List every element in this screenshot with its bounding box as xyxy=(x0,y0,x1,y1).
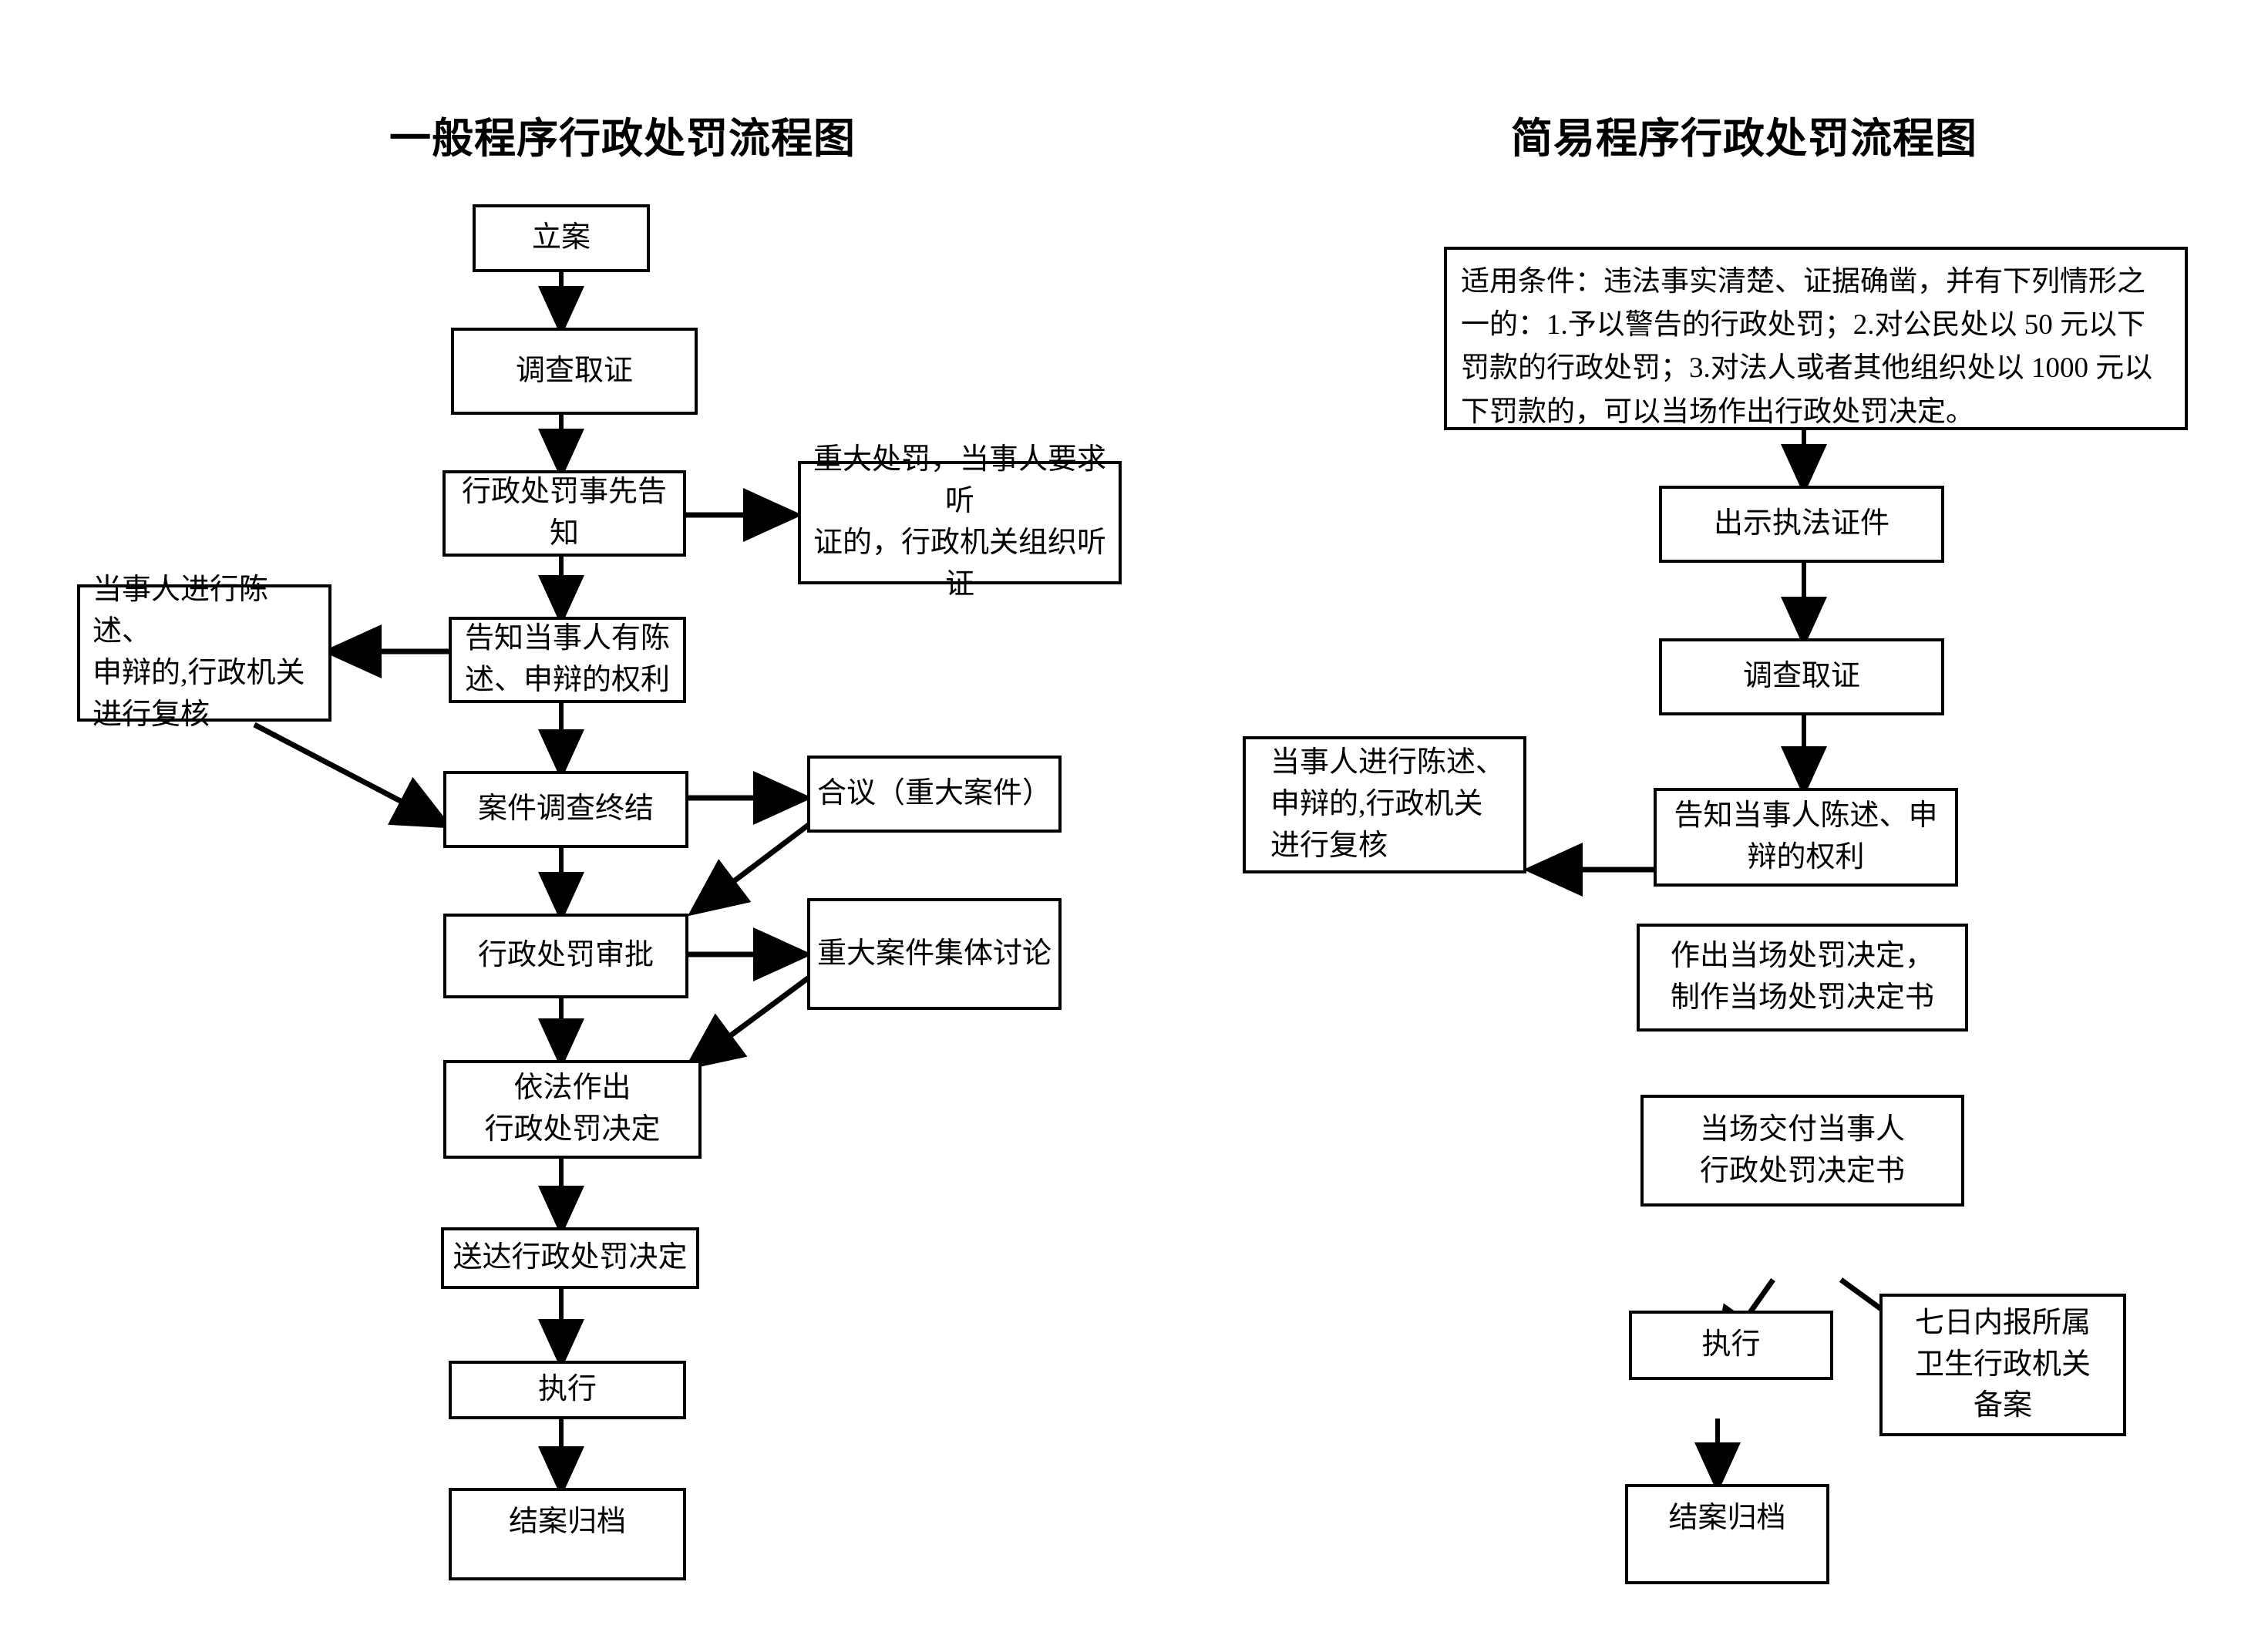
node-onsite-decision[interactable]: 作出当场处罚决定， 制作当场处罚决定书 xyxy=(1637,924,1968,1032)
node-collegial[interactable]: 合议（重大案件） xyxy=(807,756,1062,833)
node-approval-label: 行政处罚审批 xyxy=(477,939,654,972)
node-statement-review-label: 当事人进行陈述、 申辩的,行政机关 进行复核 xyxy=(93,574,305,731)
node-closing[interactable]: 结案归档 xyxy=(449,1488,686,1580)
node-show-credentials[interactable]: 出示执法证件 xyxy=(1659,486,1944,563)
node-decision[interactable]: 依法作出 行政处罚决定 xyxy=(443,1060,702,1159)
node-investigation-end[interactable]: 案件调查终结 xyxy=(443,771,688,848)
node-execution-label: 执行 xyxy=(537,1373,597,1406)
node-applicable-conditions-label: 适用条件：违法事实清楚、证据确凿，并有下列情形之一的：1.予以警告的行政处罚；2… xyxy=(1461,266,2153,428)
node-hearing-note[interactable]: 重大处罚，当事人要求听 证的，行政机关组织听证 xyxy=(798,443,1122,601)
node-show-credentials-label: 出示执法证件 xyxy=(1713,507,1889,540)
left-flowchart-title: 一般程序行政处罚流程图 xyxy=(389,116,856,162)
node-group-discussion[interactable]: 重大案件集体讨论 xyxy=(807,898,1062,1010)
node-filing-label: 立案 xyxy=(531,221,591,254)
arrow-statement-review-to-investigation-end xyxy=(253,722,453,829)
node-closing-right[interactable]: 结案归档 xyxy=(1625,1484,1829,1584)
node-group-discussion-label: 重大案件集体讨论 xyxy=(816,937,1052,970)
node-deliver-onsite-label: 当场交付当事人 行政处罚决定书 xyxy=(1699,1112,1905,1187)
node-prior-notice[interactable]: 行政处罚事先告知 xyxy=(442,470,686,557)
node-statement-review-right-label: 当事人进行陈述、 申辩的,行政机关 进行复核 xyxy=(1270,746,1505,862)
node-execution-right-label: 执行 xyxy=(1701,1328,1761,1361)
node-decision-label: 依法作出 行政处罚决定 xyxy=(484,1072,661,1146)
node-investigation[interactable]: 调查取证 xyxy=(451,328,698,415)
node-collegial-label: 合议（重大案件） xyxy=(816,777,1052,810)
node-rights-notice[interactable]: 告知当事人有陈 述、申辩的权利 xyxy=(449,617,686,703)
node-filing[interactable]: 立案 xyxy=(473,204,650,272)
node-execution[interactable]: 执行 xyxy=(449,1361,686,1419)
node-report-filing[interactable]: 七日内报所属 卫生行政机关 备案 xyxy=(1879,1294,2126,1436)
node-execution-right[interactable]: 执行 xyxy=(1629,1311,1833,1380)
arrow-collegial-to-approval xyxy=(687,815,821,917)
node-approval[interactable]: 行政处罚审批 xyxy=(443,914,688,998)
node-statement-review[interactable]: 当事人进行陈述、 申辩的,行政机关 进行复核 xyxy=(77,574,331,731)
node-serve-decision[interactable]: 送达行政处罚决定 xyxy=(441,1227,699,1289)
node-rights-notice-right[interactable]: 告知当事人陈述、申 辩的权利 xyxy=(1654,788,1958,887)
node-serve-decision-label: 送达行政处罚决定 xyxy=(453,1241,688,1274)
node-closing-right-label: 结案归档 xyxy=(1668,1502,1786,1534)
node-applicable-conditions[interactable]: 适用条件：违法事实清楚、证据确凿，并有下列情形之一的：1.予以警告的行政处罚；2… xyxy=(1444,247,2188,430)
node-rights-notice-right-label: 告知当事人陈述、申 辩的权利 xyxy=(1674,799,1938,873)
arrow-group-discussion-to-decision xyxy=(683,969,819,1071)
node-investigation-right[interactable]: 调查取证 xyxy=(1659,638,1944,715)
node-investigation-right-label: 调查取证 xyxy=(1742,660,1860,693)
node-prior-notice-label: 行政处罚事先告知 xyxy=(461,476,667,550)
node-investigation-label: 调查取证 xyxy=(515,354,633,387)
node-statement-review-right[interactable]: 当事人进行陈述、 申辩的,行政机关 进行复核 xyxy=(1243,736,1526,873)
right-flowchart-title: 简易程序行政处罚流程图 xyxy=(1511,116,1977,162)
node-rights-notice-label: 告知当事人有陈 述、申辩的权利 xyxy=(464,622,670,696)
node-closing-label: 结案归档 xyxy=(508,1506,626,1538)
node-deliver-onsite[interactable]: 当场交付当事人 行政处罚决定书 xyxy=(1640,1095,1964,1207)
node-onsite-decision-label: 作出当场处罚决定， 制作当场处罚决定书 xyxy=(1670,940,1934,1014)
node-hearing-note-label: 重大处罚，当事人要求听 证的，行政机关组织听证 xyxy=(813,443,1106,601)
node-investigation-end-label: 案件调查终结 xyxy=(477,793,654,826)
node-report-filing-label: 七日内报所属 卫生行政机关 备案 xyxy=(1914,1306,2091,1422)
